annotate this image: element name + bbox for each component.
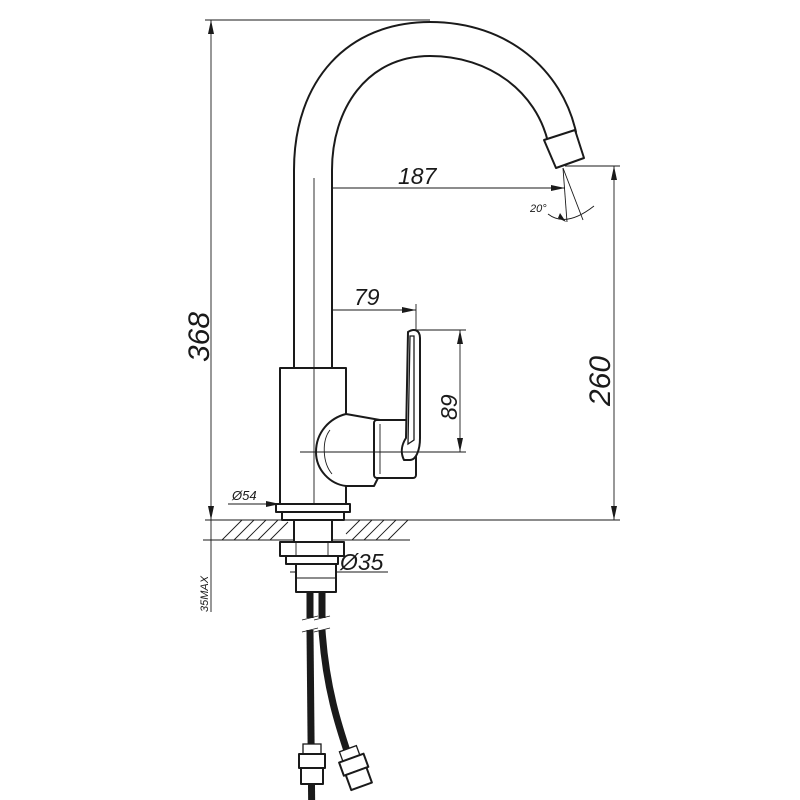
- swivel-angle-label: 20°: [529, 203, 547, 215]
- spout-height-label: 260: [584, 356, 617, 407]
- spout: [293, 21, 585, 520]
- hose-fitting-right: [338, 744, 373, 792]
- supply-hoses: [298, 592, 373, 800]
- countertop-hatching: [221, 519, 409, 541]
- mount-diameter-label: Ø35: [339, 549, 384, 575]
- mounting-shank: [279, 519, 345, 593]
- spout-reach-label: 187: [398, 163, 438, 189]
- hose-fitting-left: [298, 743, 326, 785]
- aerator: [543, 129, 585, 169]
- body-diameter-label: Ø54: [231, 488, 257, 503]
- handle-reach-label: 79: [354, 284, 380, 310]
- mixer-handle: [300, 329, 421, 487]
- max-thickness-label: 35MAX: [199, 575, 211, 612]
- total-height-label: 368: [183, 312, 216, 362]
- handle-height-label: 89: [436, 394, 462, 420]
- base-flange: [275, 503, 351, 521]
